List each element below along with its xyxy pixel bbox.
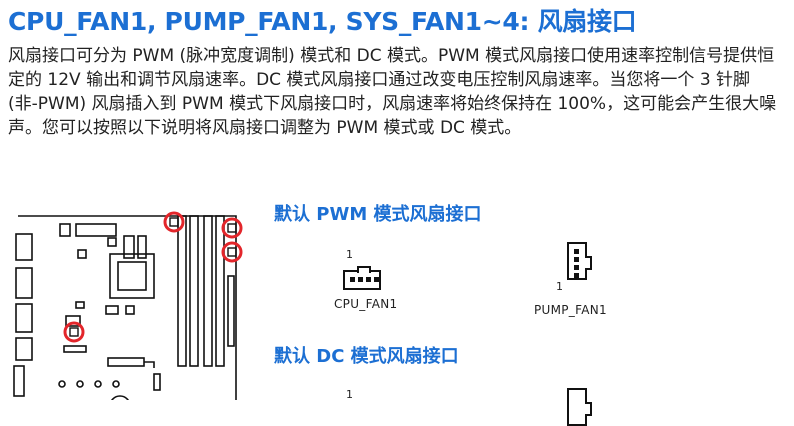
motherboard-diagram	[13, 211, 243, 400]
cpu-fan-marker	[163, 211, 185, 233]
sys-fan-marker-2	[63, 321, 85, 343]
pump-fan-connector-icon	[567, 242, 592, 280]
fan-description: 风扇接口可分为 PWM (脉冲宽度调制) 模式和 DC 模式。PWM 模式风扇接…	[8, 46, 777, 138]
cpu-fan-pin1-label: 1	[346, 248, 353, 261]
fan-highlight-circles	[63, 211, 243, 343]
pump-fan-marker	[221, 217, 243, 239]
dc-section-heading: 默认 DC 模式风扇接口	[274, 346, 459, 367]
sys-fan-marker-1	[221, 241, 243, 263]
pwm-section-heading: 默认 PWM 模式风扇接口	[274, 204, 482, 225]
pump-fan-label: PUMP_FAN1	[534, 303, 607, 317]
cpu-fan-label: CPU_FAN1	[334, 297, 398, 311]
dc-connector-icon	[567, 388, 592, 426]
pump-fan-pin1-label: 1	[556, 280, 563, 293]
dc-connector-pin1-label: 1	[346, 388, 353, 401]
cpu-fan-connector-icon	[343, 266, 381, 290]
page-title: CPU_FAN1, PUMP_FAN1, SYS_FAN1~4: 风扇接口	[8, 7, 637, 36]
